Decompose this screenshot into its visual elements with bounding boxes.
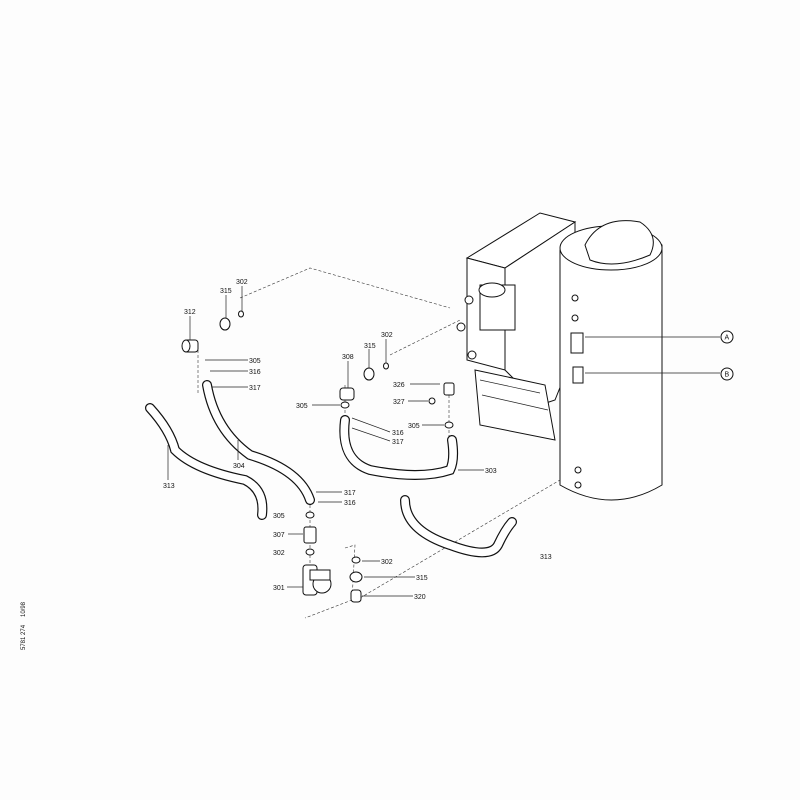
callout-305: 305: [296, 403, 308, 410]
callout-302: 302: [381, 559, 393, 566]
callout-316: 316: [249, 369, 261, 376]
storage-tank: [559, 220, 663, 501]
callout-317: 317: [249, 385, 261, 392]
callout-312: 312: [184, 309, 196, 316]
document-code: 5781 274: [21, 624, 27, 650]
callout-315: 315: [364, 343, 376, 350]
callout-305: 305: [249, 358, 261, 365]
callout-317: 317: [344, 490, 356, 497]
leader-lines: [167, 286, 484, 597]
boiler-housing: [456, 212, 577, 441]
callout-315: 315: [220, 288, 232, 295]
callout-303: 303: [485, 468, 497, 475]
callout-302: 302: [236, 279, 248, 286]
callout-317: 317: [392, 439, 404, 446]
callout-313: 313: [540, 554, 552, 561]
callout-320: 320: [414, 594, 426, 601]
callout-315: 315: [416, 575, 428, 582]
callout-307: 307: [273, 532, 285, 539]
callout-a: A: [725, 335, 730, 342]
callout-301: 301: [273, 585, 285, 592]
callout-b-circle: [720, 367, 734, 381]
pipes: [145, 380, 517, 558]
callout-b: B: [725, 372, 730, 379]
callout-326: 326: [393, 382, 405, 389]
callout-327: 327: [393, 399, 405, 406]
callout-308: 308: [342, 354, 354, 361]
fittings: [181, 310, 455, 603]
callout-302: 302: [273, 550, 285, 557]
callout-302: 302: [381, 332, 393, 339]
callout-a-circle: [720, 330, 734, 344]
callout-316: 316: [392, 430, 404, 437]
callout-labels: 302 315 312 305 316 317 304 313 308 315 …: [163, 279, 734, 601]
callout-313: 313: [163, 483, 175, 490]
document-date: 10/98: [21, 601, 27, 617]
callout-304: 304: [233, 463, 245, 470]
callout-305: 305: [273, 513, 285, 520]
callout-316: 316: [344, 500, 356, 507]
callout-305: 305: [408, 423, 420, 430]
